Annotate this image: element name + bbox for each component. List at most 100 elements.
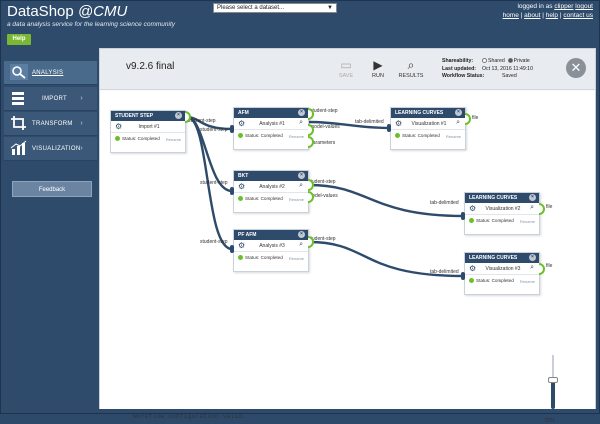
file-output-label: file bbox=[546, 204, 553, 210]
gear-icon[interactable]: ⚙ bbox=[395, 119, 403, 128]
chevron-right-icon: › bbox=[80, 145, 83, 152]
gear-icon[interactable]: ⚙ bbox=[469, 264, 477, 273]
output-port[interactable] bbox=[308, 108, 314, 120]
node-status: Status: Completed bbox=[402, 133, 440, 138]
delete-icon[interactable]: × bbox=[298, 172, 305, 179]
about-link[interactable]: about bbox=[524, 12, 541, 19]
node-title: STUDENT STEP bbox=[115, 113, 154, 119]
save-icon: ▭ bbox=[340, 58, 352, 72]
rename-link[interactable]: Rename bbox=[445, 134, 461, 139]
gear-icon[interactable]: ⚙ bbox=[115, 122, 123, 131]
input-port[interactable] bbox=[461, 272, 465, 280]
workflow-panel: v9.2.6 final ▭ SAVE ▶ RUN ⌕ RESULTS Shar… bbox=[99, 48, 596, 424]
workflow-node-learning-curves-2[interactable]: LEARNING CURVES× ⚙Visualization #2⌕ Stat… bbox=[464, 192, 540, 235]
rename-link[interactable]: Rename bbox=[288, 197, 304, 202]
delete-icon[interactable]: × bbox=[298, 109, 305, 116]
workflow-node-learning-curves-3[interactable]: LEARNING CURVES× ⚙Visualization #3⌕ Stat… bbox=[464, 252, 540, 295]
rename-link[interactable]: Rename bbox=[288, 134, 304, 139]
delete-icon[interactable]: × bbox=[455, 109, 462, 116]
dataset-select-value: Please select a dataset... bbox=[217, 5, 285, 11]
sidebar-item-visualization[interactable]: VISUALIZATION › bbox=[4, 137, 97, 161]
play-icon: ▶ bbox=[373, 58, 383, 72]
sidebar-item-import[interactable]: IMPORT › bbox=[4, 87, 97, 111]
output-port[interactable] bbox=[308, 191, 314, 203]
gear-icon[interactable]: ⚙ bbox=[238, 119, 246, 128]
node-name: Visualization #3 bbox=[485, 266, 521, 272]
rename-link[interactable]: Rename bbox=[165, 137, 181, 142]
delete-icon[interactable]: × bbox=[298, 231, 305, 238]
sidebar-item-analysis[interactable]: ANALYSIS bbox=[4, 61, 97, 85]
workflow-node-afm[interactable]: AFM× ⚙Analysis #1⌕ Status: Completed Ren… bbox=[233, 107, 309, 150]
input-port[interactable] bbox=[230, 187, 234, 195]
input-port[interactable] bbox=[230, 125, 234, 133]
edge-label: parameters bbox=[310, 140, 336, 146]
output-port[interactable] bbox=[539, 263, 545, 275]
node-name: Visualization #2 bbox=[485, 206, 521, 212]
shared-radio[interactable] bbox=[482, 58, 487, 64]
gear-icon[interactable]: ⚙ bbox=[469, 204, 477, 213]
workflow-canvas[interactable]: student-step student-step student-step s… bbox=[100, 91, 595, 424]
workflow-node-import[interactable]: STUDENT STEP× ⚙Import #1 Status: Complet… bbox=[110, 110, 186, 153]
search-icon[interactable]: ⌕ bbox=[530, 264, 534, 271]
workflow-node-bkt[interactable]: BKT× ⚙Analysis #2⌕ Status: Completed Ren… bbox=[233, 170, 309, 213]
output-port[interactable] bbox=[308, 179, 314, 191]
crop-icon bbox=[11, 116, 26, 130]
output-port[interactable] bbox=[465, 113, 471, 125]
search-icon[interactable]: ⌕ bbox=[299, 241, 303, 248]
run-button[interactable]: ▶ RUN bbox=[368, 57, 388, 79]
sidebar-item-transform[interactable]: TRANSFORM › bbox=[4, 112, 97, 136]
edge-label: model-values bbox=[310, 124, 340, 130]
gear-icon[interactable]: ⚙ bbox=[238, 182, 246, 191]
delete-icon[interactable]: × bbox=[175, 112, 182, 119]
zoom-slider[interactable] bbox=[548, 355, 558, 415]
run-label: RUN bbox=[372, 73, 384, 79]
results-button[interactable]: ⌕ RESULTS bbox=[397, 57, 425, 79]
input-port[interactable] bbox=[461, 212, 465, 220]
home-link[interactable]: home bbox=[502, 12, 519, 19]
status-dot-icon bbox=[469, 278, 474, 284]
gear-icon[interactable]: ⚙ bbox=[238, 241, 246, 250]
node-title: LEARNING CURVES bbox=[469, 255, 518, 261]
rename-link[interactable]: Rename bbox=[519, 279, 535, 284]
workflow-node-pfa[interactable]: PF AFM× ⚙Analysis #3⌕ Status: Completed … bbox=[233, 229, 309, 272]
search-icon: ⌕ bbox=[407, 58, 415, 72]
rename-link[interactable]: Rename bbox=[519, 219, 535, 224]
output-port[interactable] bbox=[185, 111, 191, 123]
workflow-node-learning-curves-1[interactable]: LEARNING CURVES× ⚙Visualization #1⌕ Stat… bbox=[390, 107, 466, 150]
delete-icon[interactable]: × bbox=[529, 254, 536, 261]
sidebar-item-label: VISUALIZATION bbox=[32, 146, 81, 152]
edge-label: student-step bbox=[310, 108, 338, 114]
output-port[interactable] bbox=[308, 124, 314, 136]
rename-link[interactable]: Rename bbox=[288, 256, 304, 261]
search-icon[interactable]: ⌕ bbox=[530, 204, 534, 211]
help-link[interactable]: help bbox=[545, 12, 559, 19]
delete-icon[interactable]: × bbox=[529, 194, 536, 201]
search-icon[interactable]: ⌕ bbox=[299, 119, 303, 126]
status-dot-icon bbox=[238, 133, 243, 139]
edge-label: student-step bbox=[188, 118, 216, 124]
brand-logo[interactable]: DataShop @CMU bbox=[7, 3, 127, 20]
search-icon[interactable]: ⌕ bbox=[299, 182, 303, 189]
username-link[interactable]: clipper bbox=[554, 3, 574, 10]
input-port[interactable] bbox=[387, 124, 391, 132]
edge-label: student-step bbox=[200, 180, 228, 186]
zoom-fill bbox=[551, 379, 555, 409]
search-icon[interactable]: ⌕ bbox=[456, 119, 460, 126]
save-button[interactable]: ▭ SAVE bbox=[336, 57, 356, 79]
contact-link[interactable]: contact us bbox=[563, 12, 593, 19]
output-port[interactable] bbox=[539, 203, 545, 215]
dataset-select[interactable]: Please select a dataset...▼ bbox=[213, 3, 337, 13]
output-port[interactable] bbox=[308, 236, 314, 248]
input-port[interactable] bbox=[230, 245, 234, 253]
feedback-button[interactable]: Feedback bbox=[12, 181, 92, 197]
private-radio[interactable] bbox=[507, 58, 513, 64]
help-button[interactable]: Help bbox=[7, 34, 31, 45]
user-info: logged in as clipper logout bbox=[517, 3, 593, 10]
logout-link[interactable]: logout bbox=[575, 3, 593, 10]
close-icon[interactable]: ✕ bbox=[566, 58, 586, 78]
edge-pfa-lc3 bbox=[308, 240, 465, 278]
zoom-handle[interactable] bbox=[548, 377, 558, 383]
workflow-status-message: Workflow configuration valid. bbox=[133, 413, 247, 420]
output-port[interactable] bbox=[308, 136, 314, 148]
